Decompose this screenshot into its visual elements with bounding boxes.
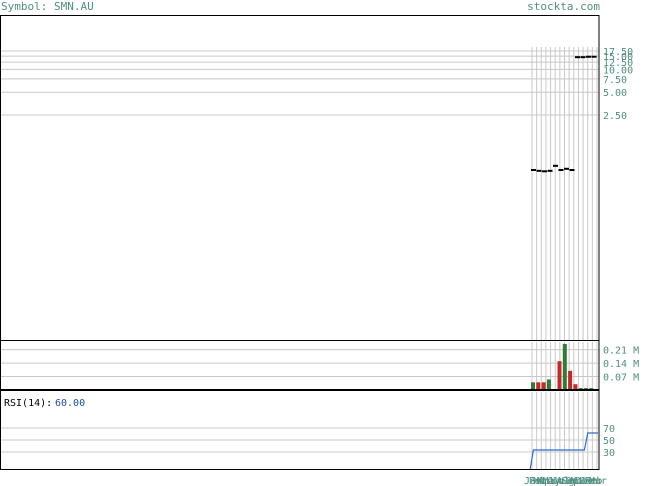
x-tick-label: Jun <box>547 476 565 486</box>
rsi-value: 60.00 <box>55 398 85 409</box>
x-tick-label: Jul <box>552 476 570 486</box>
x-tick-label: Aug <box>557 476 575 486</box>
volume-bar <box>562 343 567 390</box>
x-tick-label: Jan <box>580 476 598 486</box>
x-tick-label: Mar <box>533 476 551 486</box>
x-tick-label: Dec <box>575 476 593 486</box>
volume-tick-label: 0.07 M <box>603 373 639 384</box>
price-tick-label: 2.50 <box>603 111 627 122</box>
site-name[interactable]: stockta.com <box>527 0 600 13</box>
volume-bar <box>573 384 578 390</box>
x-tick-label: Sep <box>561 476 579 486</box>
price-tick-label: 15.00 <box>603 52 633 63</box>
volume-bar <box>557 361 562 390</box>
volume-bar <box>541 382 546 390</box>
price-tick-label: 10.00 <box>603 65 633 76</box>
x-tick-label: Nov <box>570 476 588 486</box>
x-tick-label: Mar <box>589 476 607 486</box>
volume-bar <box>536 382 541 390</box>
x-tick-label: Jan <box>524 476 542 486</box>
x-tick-label: Feb <box>529 476 547 486</box>
price-tick-label: 7.50 <box>603 75 627 86</box>
price-tick-label: 5.00 <box>603 88 627 99</box>
volume-panel: 0.21 M 0.14 M 0.07 M <box>0 340 639 391</box>
x-tick-label: Oct <box>566 476 584 486</box>
rsi-tick-label: 30 <box>603 448 615 459</box>
symbol-label: Symbol: SMN.AU <box>1 0 94 13</box>
price-tick-label: 12.50 <box>603 58 633 69</box>
price-tick-label: 17.50 <box>603 47 633 58</box>
x-tick-label: Apr <box>538 476 556 486</box>
rsi-frame <box>0 390 600 470</box>
rsi-tick-label: 70 <box>603 424 615 435</box>
volume-frame <box>0 340 600 390</box>
x-tick-label: Feb <box>584 476 602 486</box>
rsi-tick-label: 50 <box>603 436 615 447</box>
volume-bar <box>531 382 535 390</box>
volume-tick-label: 0.14 M <box>603 359 639 370</box>
x-axis: JanFebMarAprMayJunJulAugSepOctNovDecJanF… <box>524 476 607 486</box>
volume-tick-label: 0.21 M <box>603 346 639 357</box>
x-tick-label: May <box>543 476 561 486</box>
price-frame <box>0 15 600 341</box>
volume-bar <box>546 379 551 390</box>
rsi-line <box>529 432 598 471</box>
rsi-label: RSI(14): <box>4 398 52 409</box>
volume-bar <box>568 370 573 390</box>
